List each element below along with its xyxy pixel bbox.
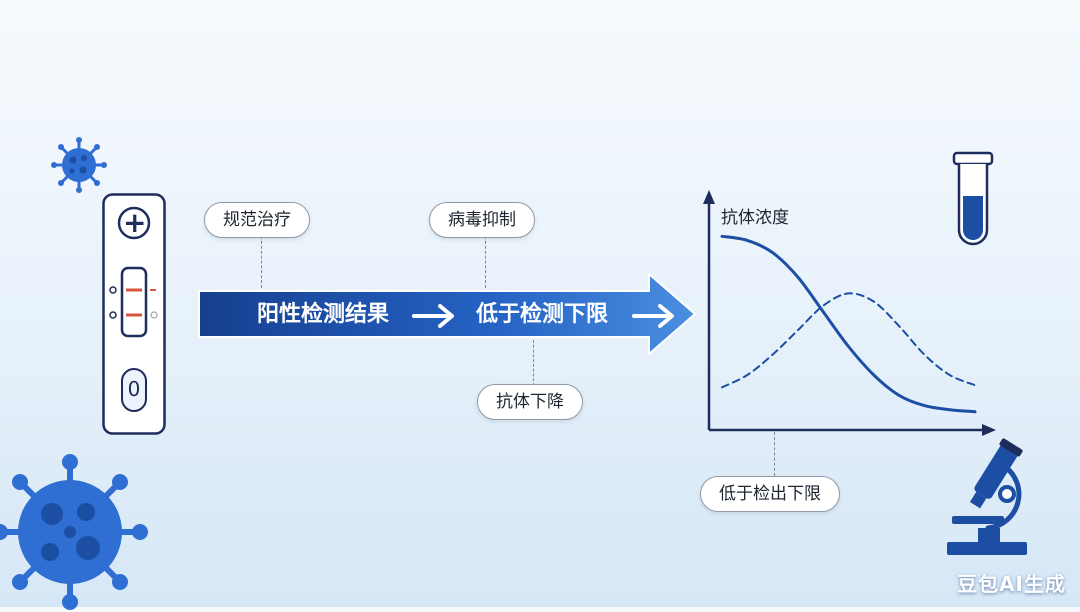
chart-series-solid: [720, 234, 977, 414]
x-axis-arrowhead: [982, 424, 996, 436]
rapid-test-cassette: [102, 193, 166, 435]
stage-below-limit: 低于检测下限: [476, 302, 609, 327]
connector-decline: [533, 340, 534, 386]
label-virus-suppression: 病毒抑制: [429, 202, 535, 238]
y-axis-arrowhead: [703, 190, 715, 204]
plus-circle-icon: [117, 206, 151, 240]
arrow-right-icon: [412, 304, 454, 328]
plus-sign: +: [123, 206, 147, 239]
connector-treatment: [261, 236, 262, 288]
label-below-detection-limit: 低于检出下限: [700, 476, 840, 512]
label-antibody-decline: 抗体下降: [477, 384, 583, 420]
connector-detection: [774, 432, 775, 476]
watermark: 豆包AI生成: [957, 572, 1066, 596]
antibody-chart: [703, 190, 996, 436]
virus-small-icon: [51, 137, 107, 193]
connector-suppression: [485, 236, 486, 288]
sample-well: 0: [121, 368, 147, 412]
label-treatment: 规范治疗: [204, 202, 310, 238]
stage-positive-result: 阳性检测结果: [257, 302, 390, 327]
arrow-right-icon: [632, 304, 674, 328]
test-tube-icon: [952, 151, 994, 246]
chart-series-dashed: [721, 292, 976, 389]
y-axis-label: 抗体浓度: [721, 208, 789, 228]
virus-large-icon: [0, 454, 148, 610]
microscope-icon: [947, 438, 1027, 555]
sample-well-label: 0: [127, 377, 141, 401]
